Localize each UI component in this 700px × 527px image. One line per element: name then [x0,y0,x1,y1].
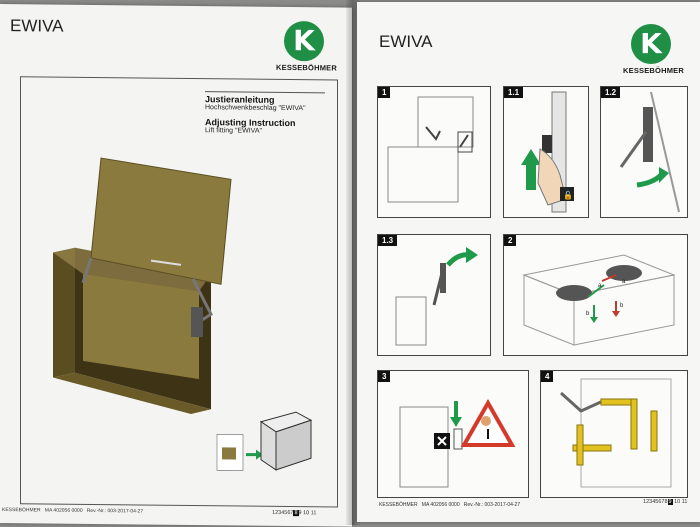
step-2-diagram: a a b b [522,254,676,346]
step-number: 2 [504,235,517,246]
step-number: 1.1 [504,87,524,98]
footer-rev: Rev.-Nr.: 003-2017-04-27 [463,502,521,508]
step-1-3-panel: 1.3 [377,234,491,356]
page-numbers-left: 123456789 10 11 [272,509,317,517]
binding-fold [346,0,360,525]
kessebohmer-logo: K KESSEBÖHMER [276,20,337,73]
brand-title: EWIVA [10,16,64,36]
step-1-panel: 1 [377,86,491,218]
step-1-3-diagram [395,247,478,346]
step-number: 1.3 [378,235,398,246]
brand-title: EWIVA [379,32,433,51]
step-3-panel: 3 [377,370,529,498]
footer-brand: KESSEBÖHMER [379,502,418,508]
k-logo-icon: K [631,24,671,64]
label-b: b [586,311,590,317]
right-page: EWIVA K KESSEBÖHMER 1 1.1 🔓 1.2 [357,2,700,522]
step-1-diagram [387,96,474,203]
step-4-diagram [559,378,672,488]
footer-rev: Rev.-Nr.: 003-2017-04-27 [86,507,144,515]
logo-name: KESSEBÖHMER [276,62,337,73]
step-1-1-diagram: 🔓 [521,91,574,213]
step-3-diagram [399,398,516,488]
logo-name: KESSEBÖHMER [623,66,684,75]
footer-ma: MA 402056 0000 [421,502,460,508]
footer-ma: MA 402056 0000 [44,507,83,514]
step-number: 4 [541,371,554,382]
footer-brand: KESSEBÖHMER [2,507,41,514]
cabinet-illustration [53,157,313,471]
step-number: 3 [378,371,391,382]
label-a: a [598,283,602,289]
label-a2: a [622,279,626,285]
footer-left: KESSEBÖHMER MA 402056 0000 Rev.-Nr.: 003… [2,507,143,514]
svg-text:🔓: 🔓 [563,190,573,200]
step-1-2-diagram [619,91,680,213]
step-4-panel: 4 [540,370,688,498]
step-2-panel: 2 a a b b [503,234,688,356]
step-1-1-panel: 1.1 🔓 [503,86,589,218]
step-1-2-panel: 1.2 [600,86,688,218]
page-numbers-right: 123456789 10 11 [643,499,688,505]
content-frame: Justieranleitung Hochschwenkbeschlag "EW… [20,76,338,508]
k-logo-icon: K [284,20,324,62]
label-b2: b [620,303,624,309]
step-number: 1.2 [601,87,621,98]
footer-right: KESSEBÖHMER MA 402056 0000 Rev.-Nr.: 003… [379,502,520,508]
left-page: EWIVA K KESSEBÖHMER Justieranleitung Hoc… [0,4,352,527]
current-page-right: 9 [667,499,673,505]
step-number: 1 [378,87,391,98]
kessebohmer-logo: K KESSEBÖHMER [623,24,684,75]
